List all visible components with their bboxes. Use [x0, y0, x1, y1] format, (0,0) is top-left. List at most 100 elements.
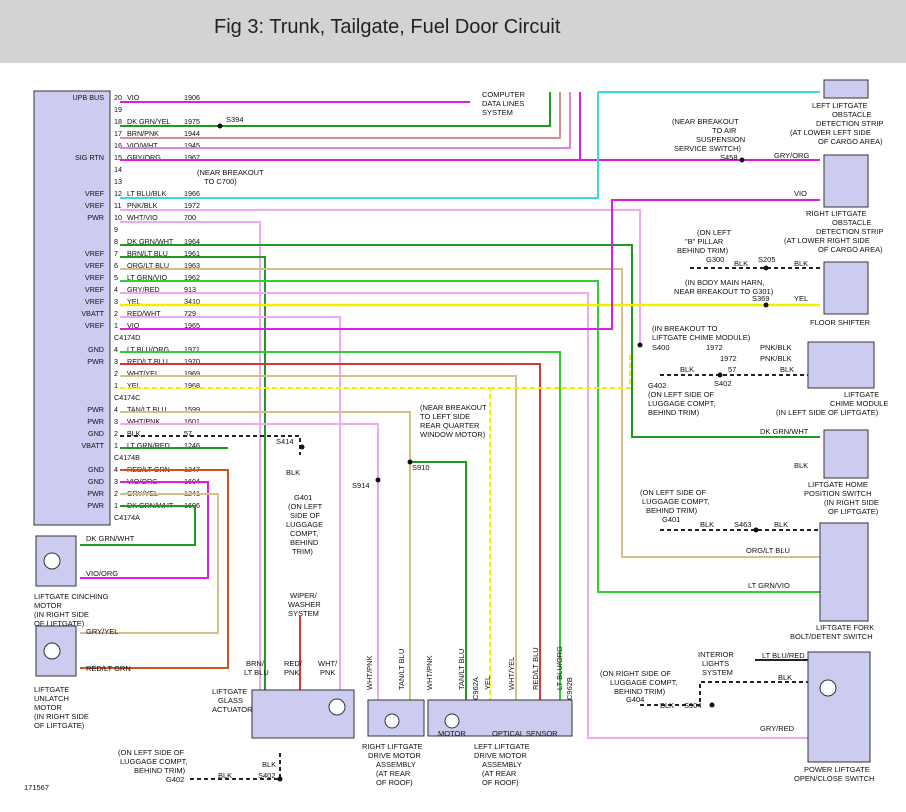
computer-label: SYSTEM	[482, 108, 513, 117]
pin-number: 2	[114, 309, 118, 318]
wire-label: BLK	[660, 701, 674, 710]
note-label: WINDOW MOTOR)	[420, 430, 486, 439]
connector-label: C4174C	[114, 393, 140, 402]
computer-label: COMPUTER	[482, 90, 526, 99]
note-label: COMPT,	[290, 529, 318, 538]
pin-number: 5	[114, 273, 118, 282]
pin-number: 9	[114, 225, 118, 234]
pin-function-label: VREF	[85, 249, 105, 258]
component-label: OF CARGO AREA)	[818, 137, 883, 146]
pin-number: 3	[114, 357, 118, 366]
chime-module	[807, 341, 875, 389]
component-label: RIGHT LIFTGATE	[806, 209, 867, 218]
circuit-number: 1906	[184, 93, 200, 102]
pin-number: 4	[114, 345, 118, 354]
component-label: DETECTION STRIP	[816, 119, 884, 128]
wire-label: BRN/	[246, 659, 265, 668]
pin-function-label: PWR	[87, 357, 104, 366]
splice-dot	[763, 302, 769, 308]
pin-function-label: PWR	[87, 405, 104, 414]
note-label: (ON LEFT SIDE OF	[118, 748, 185, 757]
note-label: (ON LEFT SIDE OF	[648, 390, 715, 399]
note-label: TO AIR	[712, 126, 737, 135]
floor-shifter	[823, 261, 869, 315]
connector-label: C4174B	[114, 453, 140, 462]
wire-label: BLK	[774, 520, 788, 529]
circuit-number: 1601	[184, 417, 200, 426]
pin-function-label: VREF	[85, 273, 105, 282]
wire-color-label: VIO	[127, 93, 140, 102]
wire-label: TAN/LT BLU	[457, 649, 466, 690]
circuit-number: 1975	[184, 117, 200, 126]
wire-label: TAN/LT BLU	[397, 649, 406, 690]
wire-label: WHT/PNK	[365, 655, 374, 690]
splice-label: S910	[412, 463, 430, 472]
wire-color-label: PNK/BLK	[127, 201, 158, 210]
connector-label: C4174D	[114, 333, 140, 342]
note-label: (ON RIGHT SIDE OF	[600, 669, 672, 678]
component-label: LIFTGATE HOME	[808, 480, 868, 489]
fork-bolt-switch	[819, 522, 869, 622]
pin-function-label: GND	[88, 477, 104, 486]
pin-number: 13	[114, 177, 122, 186]
component-label: OF LIFTGATE)	[828, 507, 879, 516]
splice-dot	[717, 372, 723, 378]
component-label: (IN RIGHT SIDE	[34, 712, 89, 721]
power-switch	[807, 651, 871, 763]
wire-label: VIO	[794, 189, 807, 198]
splice-label: S414	[276, 437, 294, 446]
circuit-number: 1968	[184, 381, 200, 390]
system-label: SYSTEM	[288, 609, 319, 618]
right-obstacle-strip	[823, 154, 869, 208]
wire-color-label: LT BLU/BLK	[127, 189, 166, 198]
circuit-number: 1945	[184, 141, 200, 150]
ground-label: G300	[706, 255, 724, 264]
circuit-number: 1246	[184, 441, 200, 450]
wire-color-label: LT GRN/RED	[127, 441, 170, 450]
splice-dot	[407, 459, 413, 465]
computer-label: DATA LINES	[482, 99, 524, 108]
pin-number: 2	[114, 429, 118, 438]
splice-label: S394	[226, 115, 244, 124]
wire-label: BLK	[680, 365, 694, 374]
note-label: SERVICE SWITCH)	[674, 144, 741, 153]
ground-label: G402	[166, 775, 184, 784]
pin-number: 14	[114, 165, 122, 174]
note-label: (NEAR BREAKOUT	[197, 168, 264, 177]
wire-color-label: VIO	[127, 321, 140, 330]
pin-number: 19	[114, 105, 122, 114]
pin-number: 12	[114, 189, 122, 198]
circuit-number: 1967	[184, 153, 200, 162]
wire-label: GRY/YEL	[86, 627, 118, 636]
pin-number: 1	[114, 441, 118, 450]
wire-label: BLK	[778, 673, 792, 682]
component-label: OBSTACLE	[832, 110, 871, 119]
wire-label: WHT/	[318, 659, 338, 668]
wire-label: BLK	[794, 461, 808, 470]
wire-label: BLK	[700, 520, 714, 529]
splice-dots	[217, 123, 769, 782]
component-label: GLASS	[218, 696, 243, 705]
optical-icon	[819, 679, 837, 697]
wire-color-label: RED/WHT	[127, 309, 161, 318]
splice-label: S402	[258, 771, 276, 780]
pin-function-label: VREF	[85, 261, 105, 270]
component-label: (AT LOWER RIGHT SIDE	[784, 236, 870, 245]
wire-color-label: DK GRN/YEL	[127, 117, 171, 126]
pin-function-label: PWR	[87, 489, 104, 498]
pin-number: 4	[114, 285, 118, 294]
wire-color-label: LT GRN/VIO	[127, 273, 167, 282]
labels: COMPUTER DATA LINES SYSTEM S394 (NEAR BR…	[24, 90, 888, 792]
wire-color-label: TAN/LT BLU	[127, 405, 167, 414]
component-label: CHIME MODULE	[830, 399, 888, 408]
component-label: (IN LEFT SIDE OF LIFTGATE)	[776, 408, 879, 417]
system-label: WASHER	[288, 600, 321, 609]
splice-label: S400	[652, 343, 670, 352]
wires	[80, 91, 820, 780]
wire-color-label: GRY/RED	[127, 285, 160, 294]
pin-function-label: GND	[88, 465, 104, 474]
pin-number: 6	[114, 261, 118, 270]
circuit-number: 1964	[184, 237, 200, 246]
note-label: BEHIND TRIM)	[648, 408, 700, 417]
wire-color-label: DK GRN/WHT	[127, 237, 174, 246]
